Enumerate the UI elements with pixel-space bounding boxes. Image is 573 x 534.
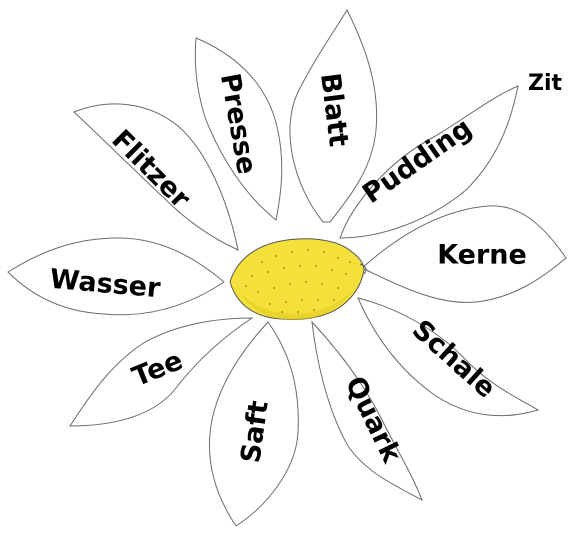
petal-label-kerne: Kerne (437, 240, 527, 271)
lemon-illustration (230, 239, 366, 320)
petal-wasser: Wasser (8, 238, 224, 315)
petal-schale: Schale (358, 298, 538, 416)
title-text: Zit (528, 71, 562, 96)
lemon-body (230, 239, 364, 320)
petal-saft: Saft (209, 322, 298, 526)
